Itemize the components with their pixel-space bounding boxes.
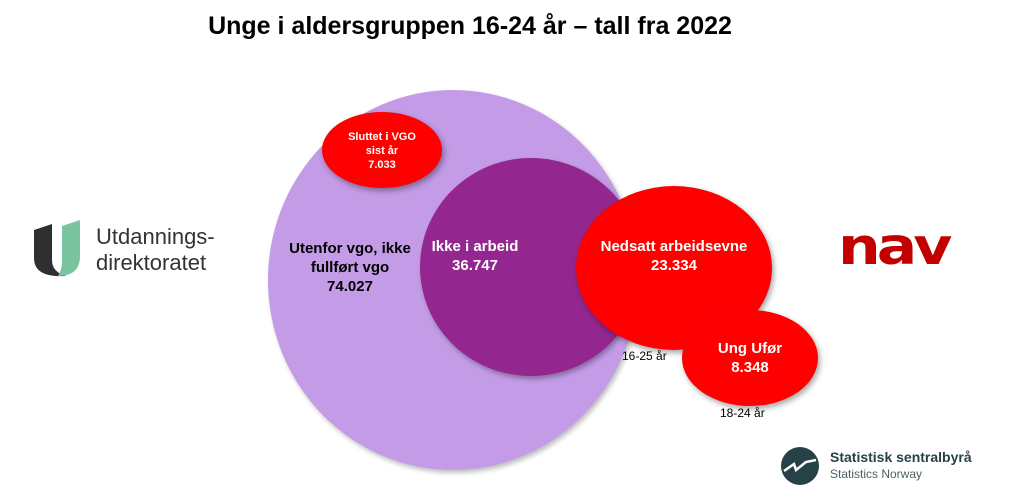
label-sluttet-vgo: Sluttet i VGO sist år 7.033 [322,131,442,172]
ssb-logo: Statistisk sentralbyrå Statistics Norway [780,446,1020,490]
udir-line2: direktoratet [96,250,207,275]
diagram-title: Unge i aldersgruppen 16-24 år – tall fra… [208,12,732,40]
age-ung-ufor: 18-24 år [720,406,765,420]
age-nedsatt: 16-25 år [622,349,667,363]
ssb-icon [781,447,819,485]
sluttet-value: 7.033 [368,158,396,171]
ung-ufor-value: 8.348 [731,358,769,376]
nedsatt-line1: Nedsatt arbeidsevne [600,238,748,255]
ellipse-ung-ufor [682,310,818,406]
ikke-arbeid-line1: Ikke i arbeid [431,238,519,255]
label-utenfor-vgo: Utenfor vgo, ikke fullført vgo 74.027 [260,240,440,296]
sluttet-line1: Sluttet i VGO [348,131,416,143]
ikke-arbeid-value: 36.747 [452,256,498,274]
utenfor-line1: Utenfor vgo, ikke [289,240,411,257]
sluttet-line2: sist år [365,144,399,157]
ssb-line2: Statistics Norway [830,467,923,481]
udir-u-icon [34,220,80,277]
udir-logo: Utdannings- direktoratet [32,220,262,280]
label-ikke-i-arbeid: Ikke i arbeid 36.747 [410,238,540,276]
utenfor-value: 74.027 [327,277,373,295]
label-nedsatt-arbeidsevne: Nedsatt arbeidsevne 23.334 [576,238,772,276]
ung-ufor-line1: Ung Ufør [717,340,783,357]
udir-line1: Utdannings- [96,224,215,249]
label-ung-ufor: Ung Ufør 8.348 [682,340,818,378]
ssb-line1: Statistisk sentralbyrå [830,449,972,465]
utenfor-line2: fullført vgo [310,258,390,276]
ellipse-sluttet-vgo [322,112,442,188]
nav-logo: nav [838,217,952,277]
nedsatt-value: 23.334 [651,256,697,274]
